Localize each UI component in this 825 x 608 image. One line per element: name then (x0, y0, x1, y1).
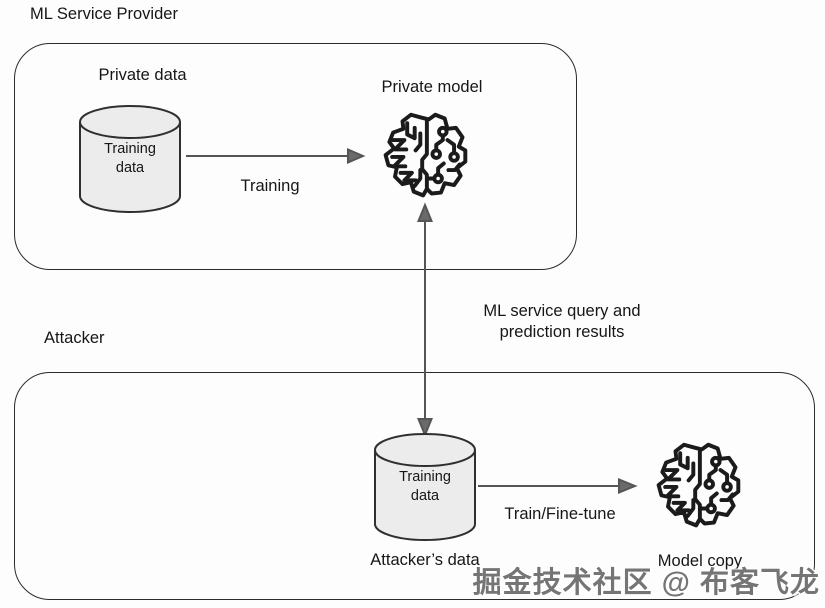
attacker-box (14, 372, 815, 600)
watermark-text: 掘金技术社区 @ 布客飞龙 (472, 567, 820, 599)
cylinder-label-line2: data (115, 160, 145, 176)
model-copy-brain-icon (653, 441, 743, 531)
query-label-line1: ML service query and (483, 302, 641, 320)
attacker-cylinder-label: Training data (373, 468, 477, 506)
attackers-data-label: Attacker’s data (370, 551, 480, 569)
private-data-label: Private data (98, 66, 187, 84)
provider-box (14, 43, 577, 270)
cylinder-label-line2: data (410, 488, 440, 504)
cylinder-label-line1: Training (104, 141, 156, 157)
training-data-cylinder-label: Training data (78, 140, 182, 178)
model-copy-label: Model copy (657, 552, 743, 570)
private-model-label: Private model (381, 78, 483, 96)
training-arrow-label: Training (240, 177, 300, 195)
finetune-arrow-label: Train/Fine-tune (504, 505, 616, 523)
query-arrow-label: ML service query and prediction results (462, 301, 662, 343)
private-model-brain-icon (380, 111, 470, 201)
provider-section-title: ML Service Provider (30, 5, 178, 23)
cylinder-label-line1: Training (399, 469, 451, 485)
query-label-line2: prediction results (499, 323, 625, 341)
attacker-section-title: Attacker (44, 329, 105, 347)
